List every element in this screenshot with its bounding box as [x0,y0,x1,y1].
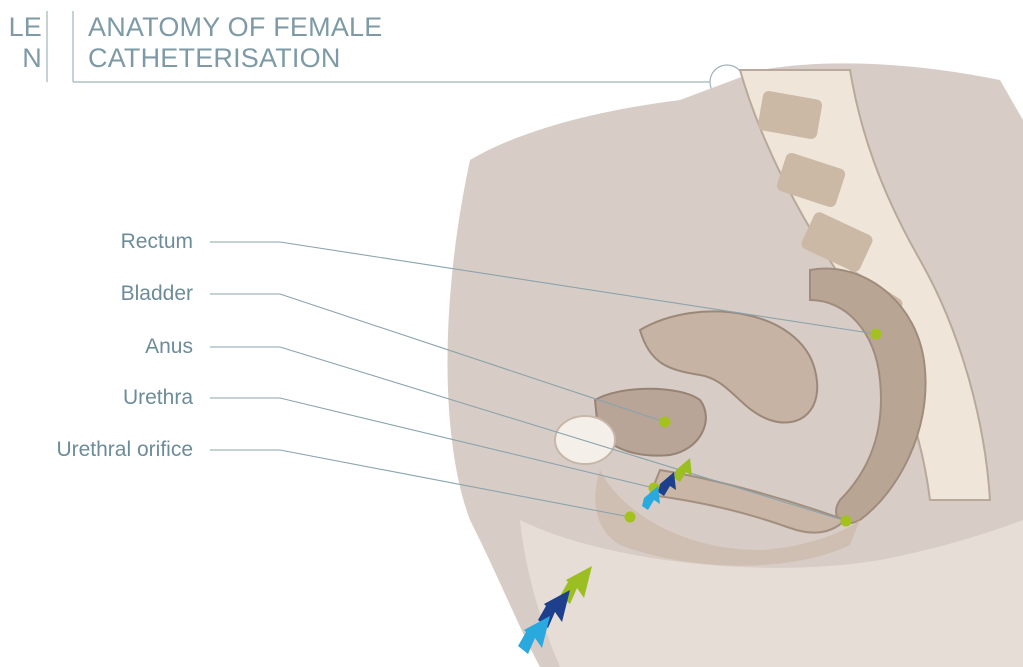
label-rectum: Rectum [121,230,193,254]
marker-urethral-orifice [625,512,636,523]
label-urethral-orifice: Urethral orifice [56,438,193,462]
marker-bladder [660,417,671,428]
label-bladder: Bladder [121,282,193,306]
label-urethra: Urethra [123,386,193,410]
marker-anus [841,516,852,527]
pubic-bone [555,416,615,464]
label-anus: Anus [145,335,193,359]
header-frame [47,11,744,99]
marker-rectum [871,329,882,340]
anatomy-illustration [448,63,1023,667]
